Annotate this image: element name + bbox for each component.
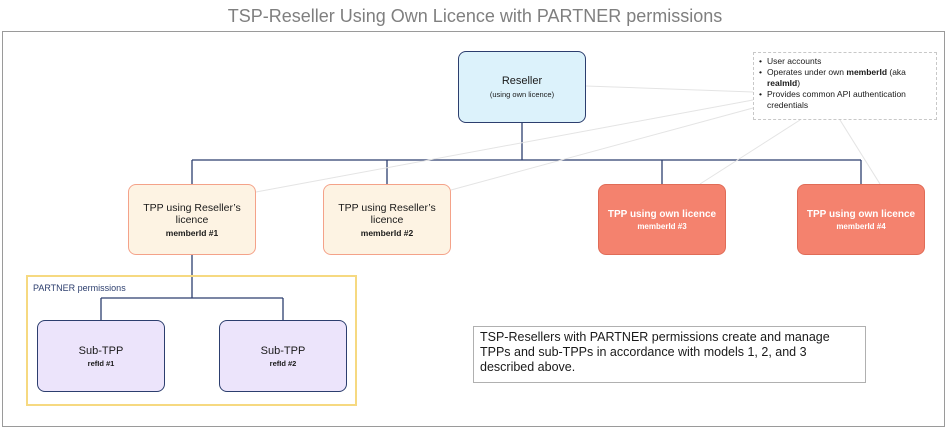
partner-permissions-label: PARTNER permissions	[33, 283, 126, 293]
tpp-node-4: TPP using own licence memberId #4	[797, 184, 925, 255]
reseller-node: Reseller (using own licence)	[458, 51, 586, 123]
tpp-label: TPP using Reseller’s licence	[143, 201, 241, 226]
note-item: Provides common API authentication crede…	[759, 89, 932, 111]
tpp-id: memberId #3	[637, 221, 687, 231]
sub-tpp-id: refId #1	[87, 358, 115, 368]
reseller-notes-callout: User accounts Operates under own memberI…	[753, 52, 937, 120]
sub-tpp-node-2: Sub-TPP refId #2	[219, 320, 347, 392]
reseller-label: Reseller	[501, 75, 543, 87]
tpp-id: memberId #2	[360, 227, 414, 238]
sub-tpp-label: Sub-TPP	[260, 344, 306, 357]
note-item: Operates under own memberId (aka realmId…	[759, 67, 932, 89]
tpp-label: TPP using own licence	[806, 208, 916, 220]
sub-tpp-id: refId #2	[269, 358, 297, 368]
partner-permissions-group	[26, 275, 357, 406]
tpp-node-2: TPP using Reseller’s licence memberId #2	[323, 184, 451, 255]
sub-tpp-label: Sub-TPP	[78, 344, 124, 357]
sub-tpp-node-1: Sub-TPP refId #1	[37, 320, 165, 392]
tpp-id: memberId #1	[165, 227, 219, 238]
tpp-node-3: TPP using own licence memberId #3	[598, 184, 726, 255]
tpp-id: memberId #4	[836, 221, 886, 231]
reseller-sublabel: (using own licence)	[489, 90, 555, 99]
diagram-title: TSP-Reseller Using Own Licence with PART…	[227, 6, 723, 26]
tpp-label: TPP using Reseller’s licence	[338, 201, 436, 226]
diagram-frame	[2, 31, 945, 427]
note-item: User accounts	[759, 56, 932, 67]
tpp-label: TPP using own licence	[607, 208, 717, 220]
tpp-node-1: TPP using Reseller’s licence memberId #1	[128, 184, 256, 255]
caption-text-box: TSP-Resellers with PARTNER permissions c…	[473, 326, 866, 383]
